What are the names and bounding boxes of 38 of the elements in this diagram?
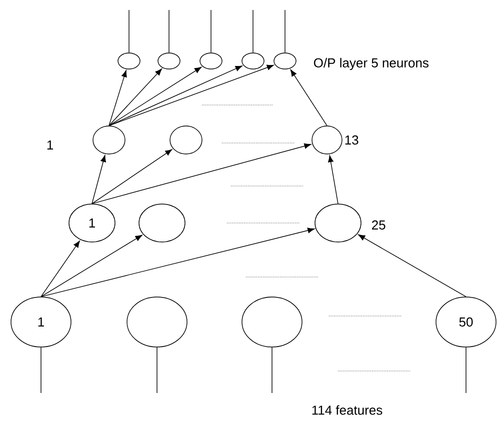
signal-line xyxy=(128,10,130,53)
layer-label: O/P layer 5 neurons xyxy=(314,58,428,70)
neuron-circle xyxy=(138,204,186,242)
neuron-circle xyxy=(158,52,180,70)
arrow xyxy=(108,68,162,126)
neuron-circle xyxy=(314,204,362,242)
neuron-circle xyxy=(92,126,126,154)
neuron-circle xyxy=(170,126,202,154)
arrow xyxy=(40,228,315,297)
signal-line xyxy=(156,347,158,394)
neuron-circle xyxy=(312,126,342,154)
arrow xyxy=(40,240,80,297)
signal-line xyxy=(284,10,286,53)
layer-label: 114 features xyxy=(312,405,382,415)
arrow xyxy=(92,143,312,204)
arrow xyxy=(40,234,142,297)
neuron-circle xyxy=(274,52,296,70)
signal-line xyxy=(40,347,42,394)
signal-line xyxy=(252,10,254,53)
neuron-count: 1 xyxy=(47,140,54,150)
arrow xyxy=(108,66,242,126)
arrow xyxy=(108,64,274,126)
signal-line xyxy=(168,10,170,53)
arrow xyxy=(328,155,338,204)
signal-line xyxy=(210,10,212,53)
neuron-circle xyxy=(118,52,140,70)
neuron-count: 25 xyxy=(372,220,386,230)
arrow xyxy=(290,69,328,126)
arrow xyxy=(108,70,127,126)
neuron-circle xyxy=(200,52,222,70)
neuron-circle xyxy=(126,296,188,348)
arrow xyxy=(108,66,202,126)
arrow xyxy=(92,155,106,204)
neuron-circle xyxy=(242,52,264,70)
arrow xyxy=(92,149,172,204)
neuron-count: 13 xyxy=(345,135,358,145)
neuron-circle xyxy=(242,296,302,348)
arrow xyxy=(358,234,466,297)
